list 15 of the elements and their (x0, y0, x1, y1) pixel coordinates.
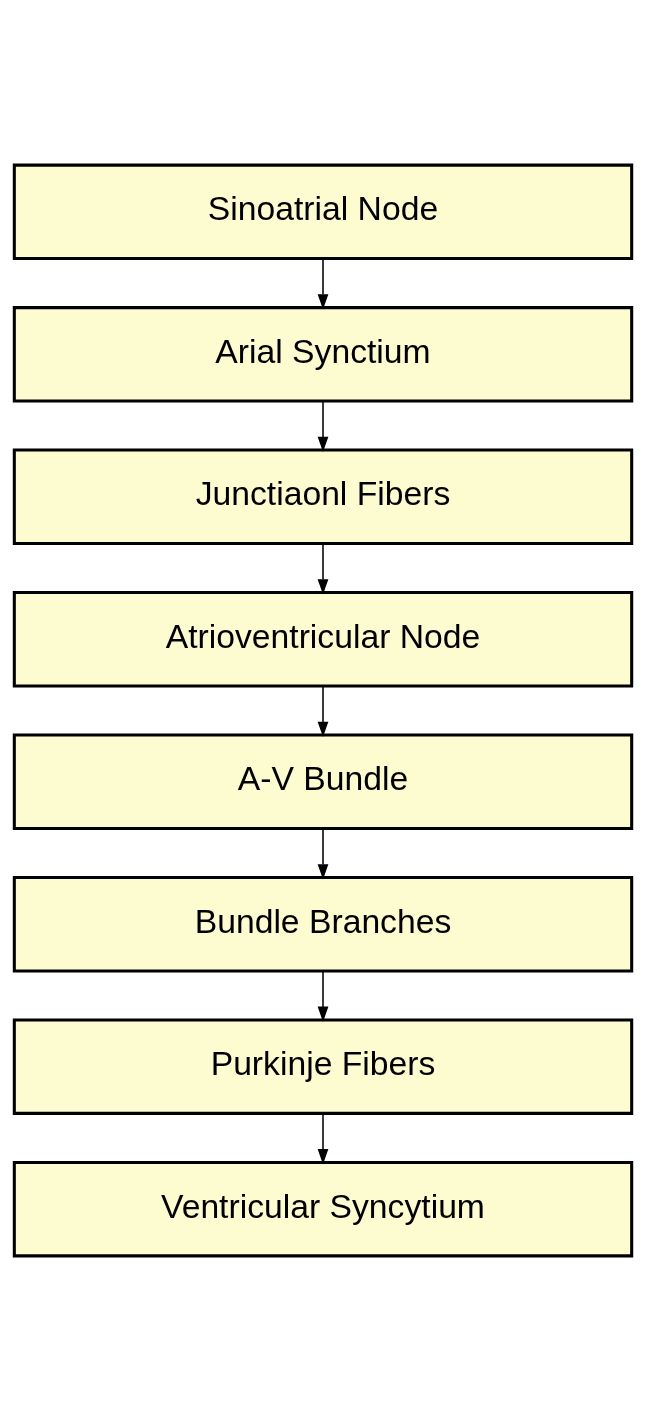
arrow (317, 1112, 329, 1164)
node-box: Purkinje Fibers (12, 1017, 634, 1115)
node-box: A-V Bundle (12, 733, 634, 830)
arrow (317, 969, 329, 1022)
node-box: Ventricular Syncytium (12, 1160, 634, 1257)
arrow (317, 399, 329, 452)
node-box: Bundle Branches (12, 875, 634, 972)
node-box: Junctiaonl Fibers (12, 448, 634, 545)
node-box: Sinoatrial Node (12, 163, 634, 260)
arrow (317, 257, 329, 310)
node-box: Arial Synctium (12, 305, 634, 403)
arrow (317, 827, 329, 879)
node-box: Atrioventricular Node (12, 590, 634, 687)
arrow (317, 684, 329, 737)
arrow (317, 542, 329, 595)
